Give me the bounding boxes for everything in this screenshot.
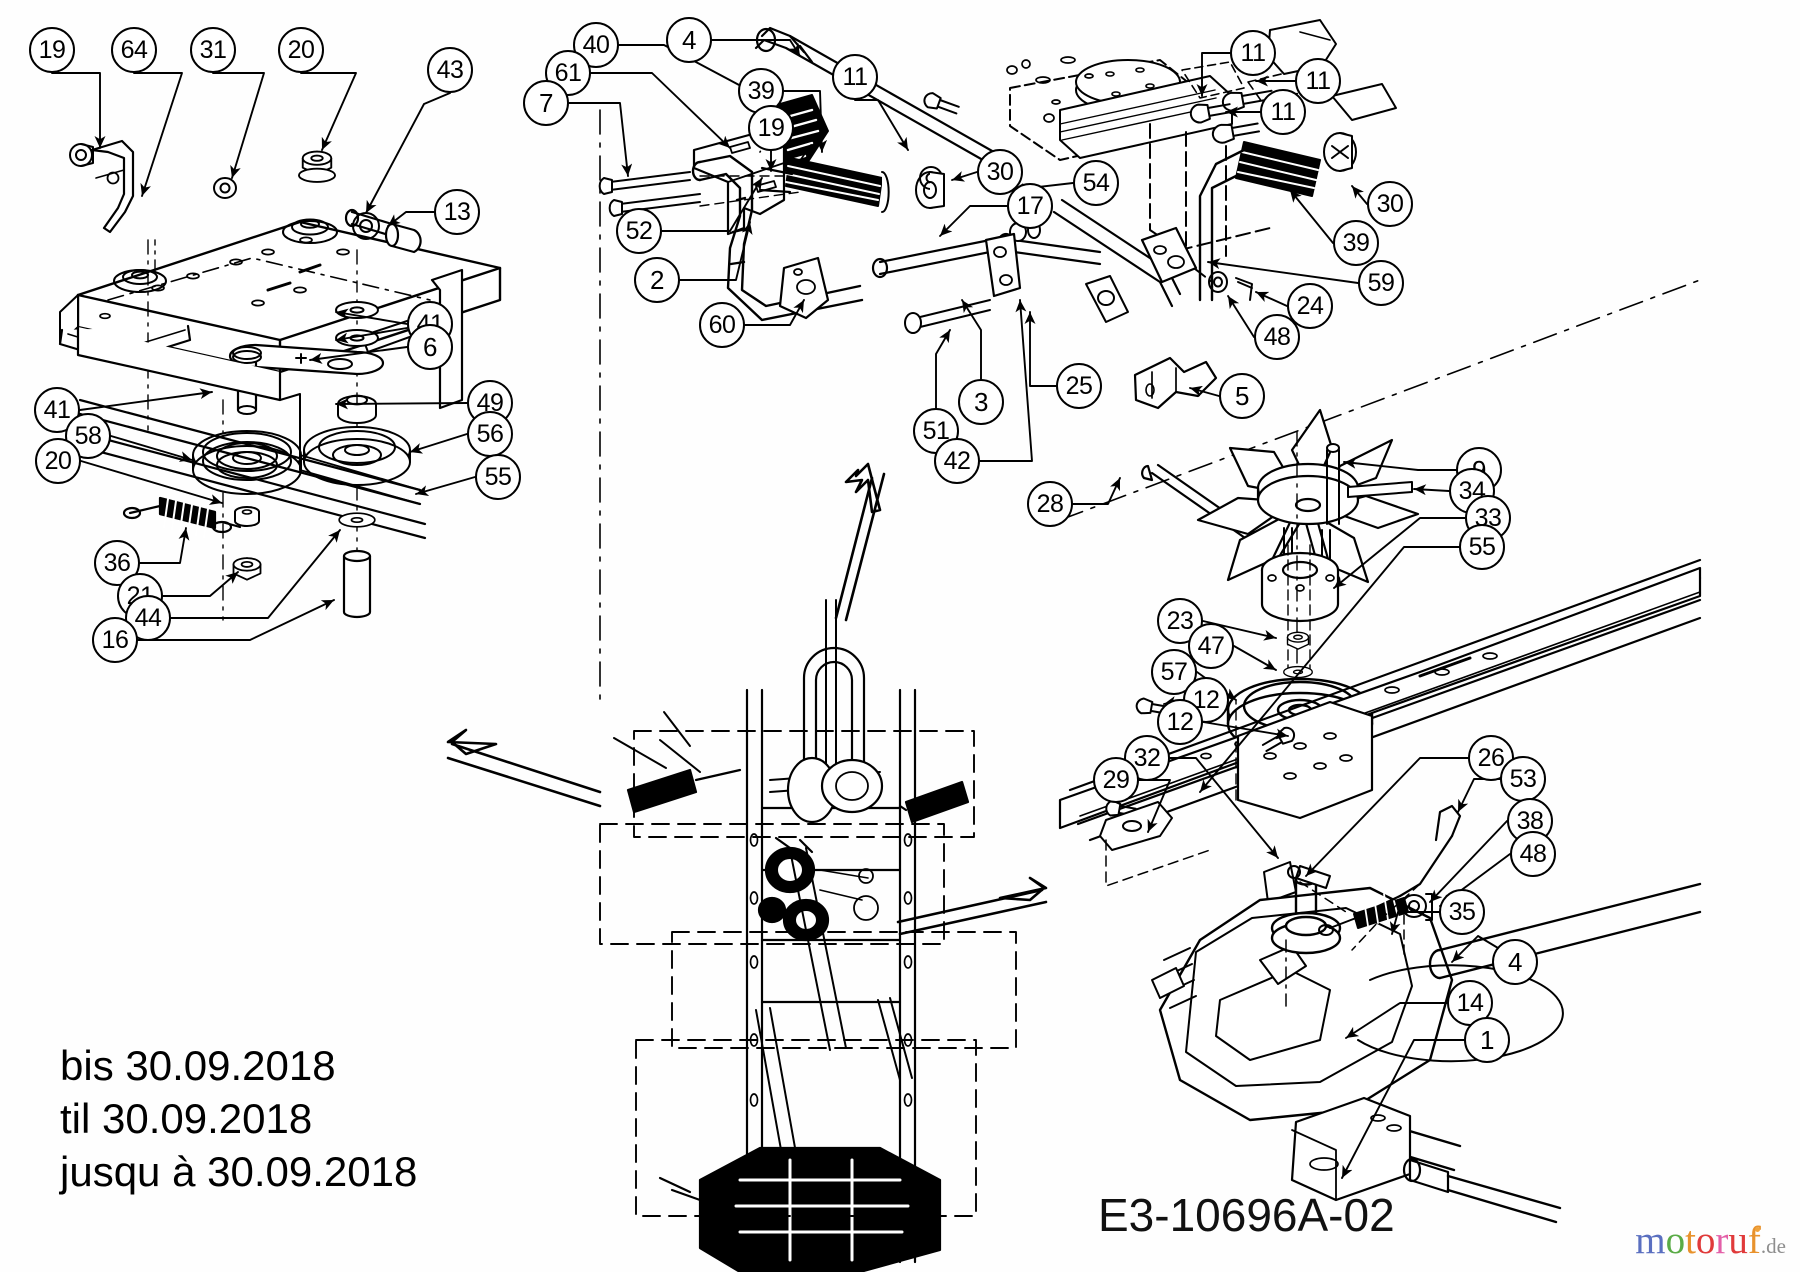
callout-bubble-58: 58 (65, 413, 111, 459)
callout-bubble-35: 35 (1439, 889, 1485, 935)
validity-note-de: bis 30.09.2018 (60, 1042, 336, 1089)
callout-bubble-25: 25 (1056, 363, 1102, 409)
callout-bubble-30: 30 (1367, 181, 1413, 227)
callout-bubble-60: 60 (699, 302, 745, 348)
validity-note-da: til 30.09.2018 (60, 1094, 313, 1142)
callout-bubble-43: 43 (427, 47, 473, 93)
callout-bubble-16: 16 (92, 617, 138, 663)
callout-bubble-3: 3 (958, 379, 1004, 425)
callout-bubble-11: 11 (832, 54, 878, 100)
logo-letter-o-3: o (1695, 1219, 1716, 1262)
callout-bubble-44: 44 (125, 595, 171, 641)
callout-bubble-5: 5 (1219, 373, 1265, 419)
callout-bubble-39: 39 (1333, 220, 1379, 266)
callout-bubble-59: 59 (1358, 260, 1404, 306)
callout-bubble-55: 55 (1459, 524, 1505, 570)
callout-bubble-54: 54 (1073, 160, 1119, 206)
callout-bubble-24: 24 (1287, 283, 1333, 329)
validity-note-fr: jusqu à 30.09.2018 (60, 1147, 418, 1195)
callout-bubble-51: 51 (913, 408, 959, 454)
logo-letter-t-2: t (1685, 1219, 1696, 1262)
callout-bubble-1: 1 (1464, 1017, 1510, 1063)
callout-bubble-19: 19 (748, 105, 794, 151)
logo-letter-o-1: o (1665, 1219, 1686, 1262)
callout-bubble-11: 11 (1230, 30, 1276, 76)
logo-letters: motoruf (1635, 1219, 1761, 1262)
callout-bubble-56: 56 (467, 411, 513, 457)
callout-bubble-48: 48 (1254, 314, 1300, 360)
callout-bubble-29: 29 (1093, 757, 1139, 803)
drawing-number: E3-10696A-02 (1098, 1189, 1395, 1241)
callout-bubble-20: 20 (35, 438, 81, 484)
callout-bubble-11: 11 (1295, 58, 1341, 104)
callout-bubble-13: 13 (434, 189, 480, 235)
logo-letter-r-4: r (1715, 1219, 1729, 1262)
logo-letter-m-0: m (1635, 1219, 1666, 1262)
callout-bubble-14: 14 (1447, 980, 1493, 1026)
callout-bubble-11: 11 (1260, 89, 1306, 135)
callout-bubble-36: 36 (94, 540, 140, 586)
callout-bubble-48: 48 (1510, 831, 1556, 877)
callout-bubble-2: 2 (634, 257, 680, 303)
callout-bubble-41: 41 (34, 387, 80, 433)
callout-bubble-4: 4 (1492, 939, 1538, 985)
callout-bubble-52: 52 (616, 208, 662, 254)
callout-bubble-42: 42 (934, 438, 980, 484)
motoruf-watermark-logo: motoruf.de (1635, 1221, 1786, 1260)
callout-bubble-53: 53 (1500, 756, 1546, 802)
callout-bubble-40: 40 (573, 22, 619, 68)
callout-bubble-31: 31 (190, 27, 236, 73)
callout-bubble-12: 12 (1157, 699, 1203, 745)
logo-letter-u-5: u (1728, 1219, 1748, 1262)
validity-notes: bis 30.09.2018 til 30.09.2018 jusqu à 30… (60, 1040, 417, 1199)
callout-bubble-28: 28 (1027, 481, 1073, 527)
callout-bubble-7: 7 (523, 80, 569, 126)
callout-bubble-17: 17 (1007, 183, 1053, 229)
callout-bubble-19: 19 (29, 27, 75, 73)
callout-bubble-55: 55 (475, 454, 521, 500)
callout-bubble-64: 64 (111, 27, 157, 73)
logo-suffix: .de (1760, 1234, 1786, 1258)
callout-bubble-20: 20 (278, 27, 324, 73)
callout-bubble-6: 6 (407, 324, 453, 370)
callout-bubble-47: 47 (1188, 623, 1234, 669)
callout-bubble-4: 4 (666, 17, 712, 63)
